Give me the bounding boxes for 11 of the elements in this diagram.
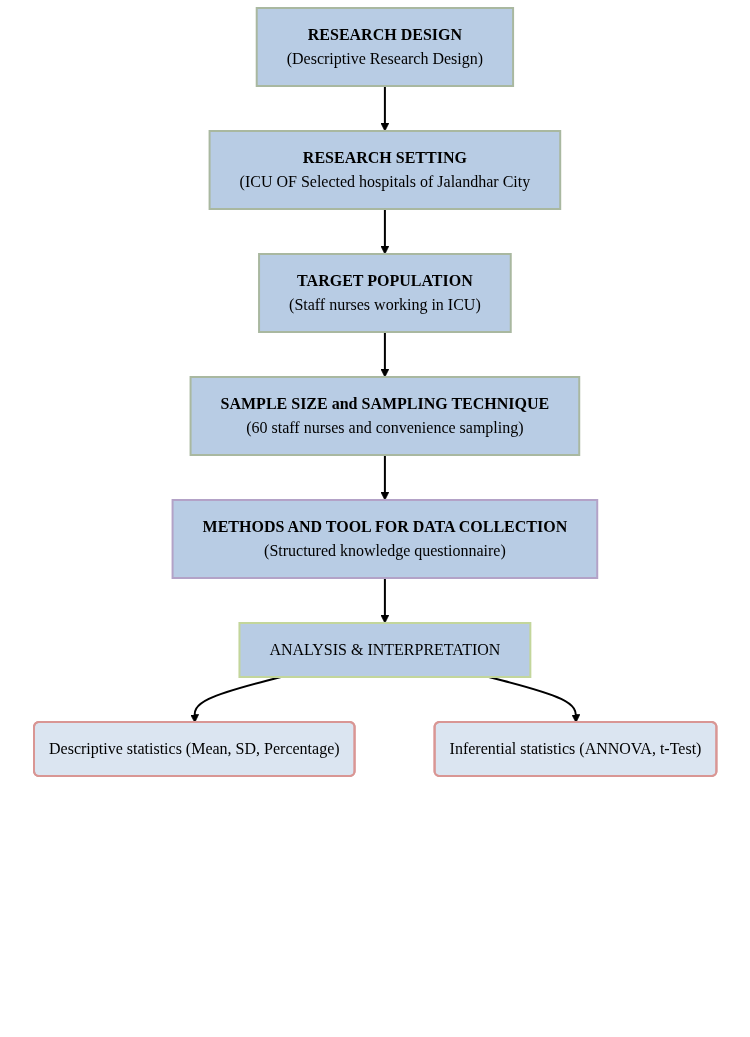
node-box: ANALYSIS & INTERPRETATION (238, 622, 532, 678)
node-box: METHODS AND TOOL FOR DATA COLLECTION (Structured knowledge questionnaire) (171, 499, 598, 579)
arrow (380, 577, 390, 624)
node-box: RESEARCH SETTING (ICU OF Selected hospitals of Jalandhar City (208, 130, 561, 210)
arrow (380, 208, 390, 255)
node-box: SAMPLE SIZE and SAMPLING TECHNIQUE (60 staff nurses and convenience sampling) (189, 376, 580, 456)
arrow (380, 454, 390, 501)
arrow (380, 331, 390, 378)
node-box: RESEARCH DESIGN (Descriptive Research Design) (255, 7, 514, 87)
node-box: TARGET POPULATION (Staff nurses working in ICU) (257, 253, 512, 333)
arrow (380, 85, 390, 132)
